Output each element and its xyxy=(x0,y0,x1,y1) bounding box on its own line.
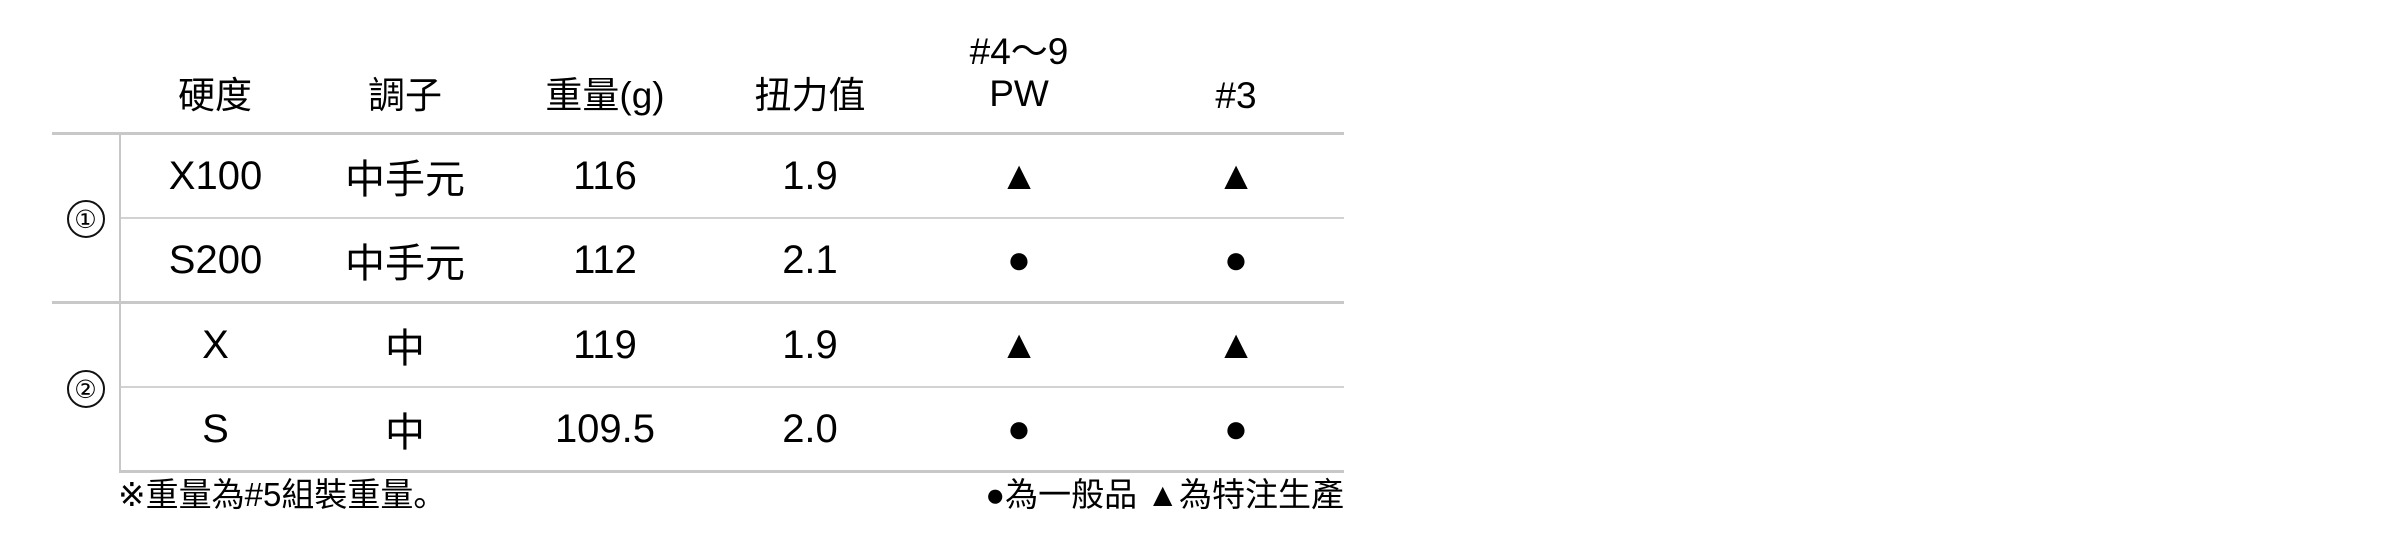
cell-availability-pw: ● xyxy=(910,386,1128,473)
column-header-pw-range: #4～9 xyxy=(969,30,1069,72)
cell-weight: 119 xyxy=(500,301,710,387)
column-header-pw: #4～9 PW xyxy=(910,0,1128,134)
column-header-taper-label: 調子 xyxy=(368,74,442,116)
group-marker-cell-2: ② xyxy=(52,301,121,472)
cell-taper: 中 xyxy=(310,386,500,473)
triangle-icon: ▲ xyxy=(999,322,1039,367)
cell-torque: 1.9 xyxy=(710,301,910,387)
cell-hardness: X100 xyxy=(120,132,310,218)
cell-hardness: S200 xyxy=(120,217,310,303)
group-marker-cell-1: ① xyxy=(52,132,121,303)
circle-icon: ● xyxy=(1223,237,1249,282)
cell-weight: 116 xyxy=(500,132,710,218)
column-header-group xyxy=(52,0,120,134)
column-header-number3-label: #3 xyxy=(1215,74,1257,116)
cell-torque: 2.0 xyxy=(710,386,910,473)
circle-icon: ● xyxy=(1006,406,1032,451)
triangle-icon: ▲ xyxy=(999,153,1039,198)
cell-availability-number3: ▲ xyxy=(1128,132,1344,218)
cell-hardness: X xyxy=(120,301,310,387)
cell-taper: 中手元 xyxy=(310,132,500,218)
table-row: ① X100 中手元 116 1.9 ▲ ▲ xyxy=(52,132,1344,303)
group-marker-1: ① xyxy=(66,200,105,238)
circle-icon: ● xyxy=(1223,406,1249,451)
column-header-torque-label: 扭力值 xyxy=(754,74,866,116)
table-row: S200 中手元 112 2.1 ● ● xyxy=(52,217,1344,303)
cell-availability-number3: ● xyxy=(1128,386,1344,473)
column-header-number3: #3 xyxy=(1128,0,1344,134)
column-header-hardness: 硬度 xyxy=(120,0,310,134)
cell-taper: 中 xyxy=(310,301,500,387)
group-marker-2: ② xyxy=(66,369,105,408)
triangle-icon: ▲ xyxy=(1216,322,1256,367)
triangle-icon: ▲ xyxy=(1216,153,1256,198)
column-header-taper: 調子 xyxy=(310,0,500,134)
footnote-weight-note: ※重量為#5組裝重量。 xyxy=(118,476,447,513)
circle-icon: ● xyxy=(1006,237,1032,282)
column-header-torque: 扭力值 xyxy=(710,0,910,134)
column-header-pw-label: PW xyxy=(989,73,1049,115)
cell-availability-pw: ▲ xyxy=(910,132,1128,218)
cell-availability-number3: ● xyxy=(1128,217,1344,303)
cell-availability-number3: ▲ xyxy=(1128,301,1344,387)
cell-weight: 112 xyxy=(500,217,710,303)
table-header: 硬度 調子 重量(g) 扭力值 #4～9 PW xyxy=(52,0,1344,134)
cell-taper: 中手元 xyxy=(310,217,500,303)
column-header-weight-label: 重量(g) xyxy=(545,74,665,116)
specification-table: 硬度 調子 重量(g) 扭力值 #4～9 PW xyxy=(52,0,1344,473)
cell-weight: 109.5 xyxy=(500,386,710,473)
cell-torque: 1.9 xyxy=(710,132,910,218)
cell-availability-pw: ● xyxy=(910,217,1128,303)
column-header-hardness-label: 硬度 xyxy=(178,74,252,116)
cell-hardness: S xyxy=(120,386,310,473)
cell-availability-pw: ▲ xyxy=(910,301,1128,387)
column-header-weight: 重量(g) xyxy=(500,0,710,134)
footnote-bar: ※重量為#5組裝重量。 ●為一般品 ▲為特注生產 xyxy=(52,462,1344,522)
table-row: S 中 109.5 2.0 ● ● xyxy=(52,386,1344,473)
header-row: 硬度 調子 重量(g) 扭力值 #4～9 PW xyxy=(52,0,1344,134)
table-row: ② X 中 119 1.9 ▲ ▲ xyxy=(52,301,1344,472)
cell-torque: 2.1 xyxy=(710,217,910,303)
footnote-legend: ●為一般品 ▲為特注生產 xyxy=(985,476,1344,513)
table-body: ① X100 中手元 116 1.9 ▲ ▲ S200 中手元 112 2.1 … xyxy=(52,132,1344,473)
